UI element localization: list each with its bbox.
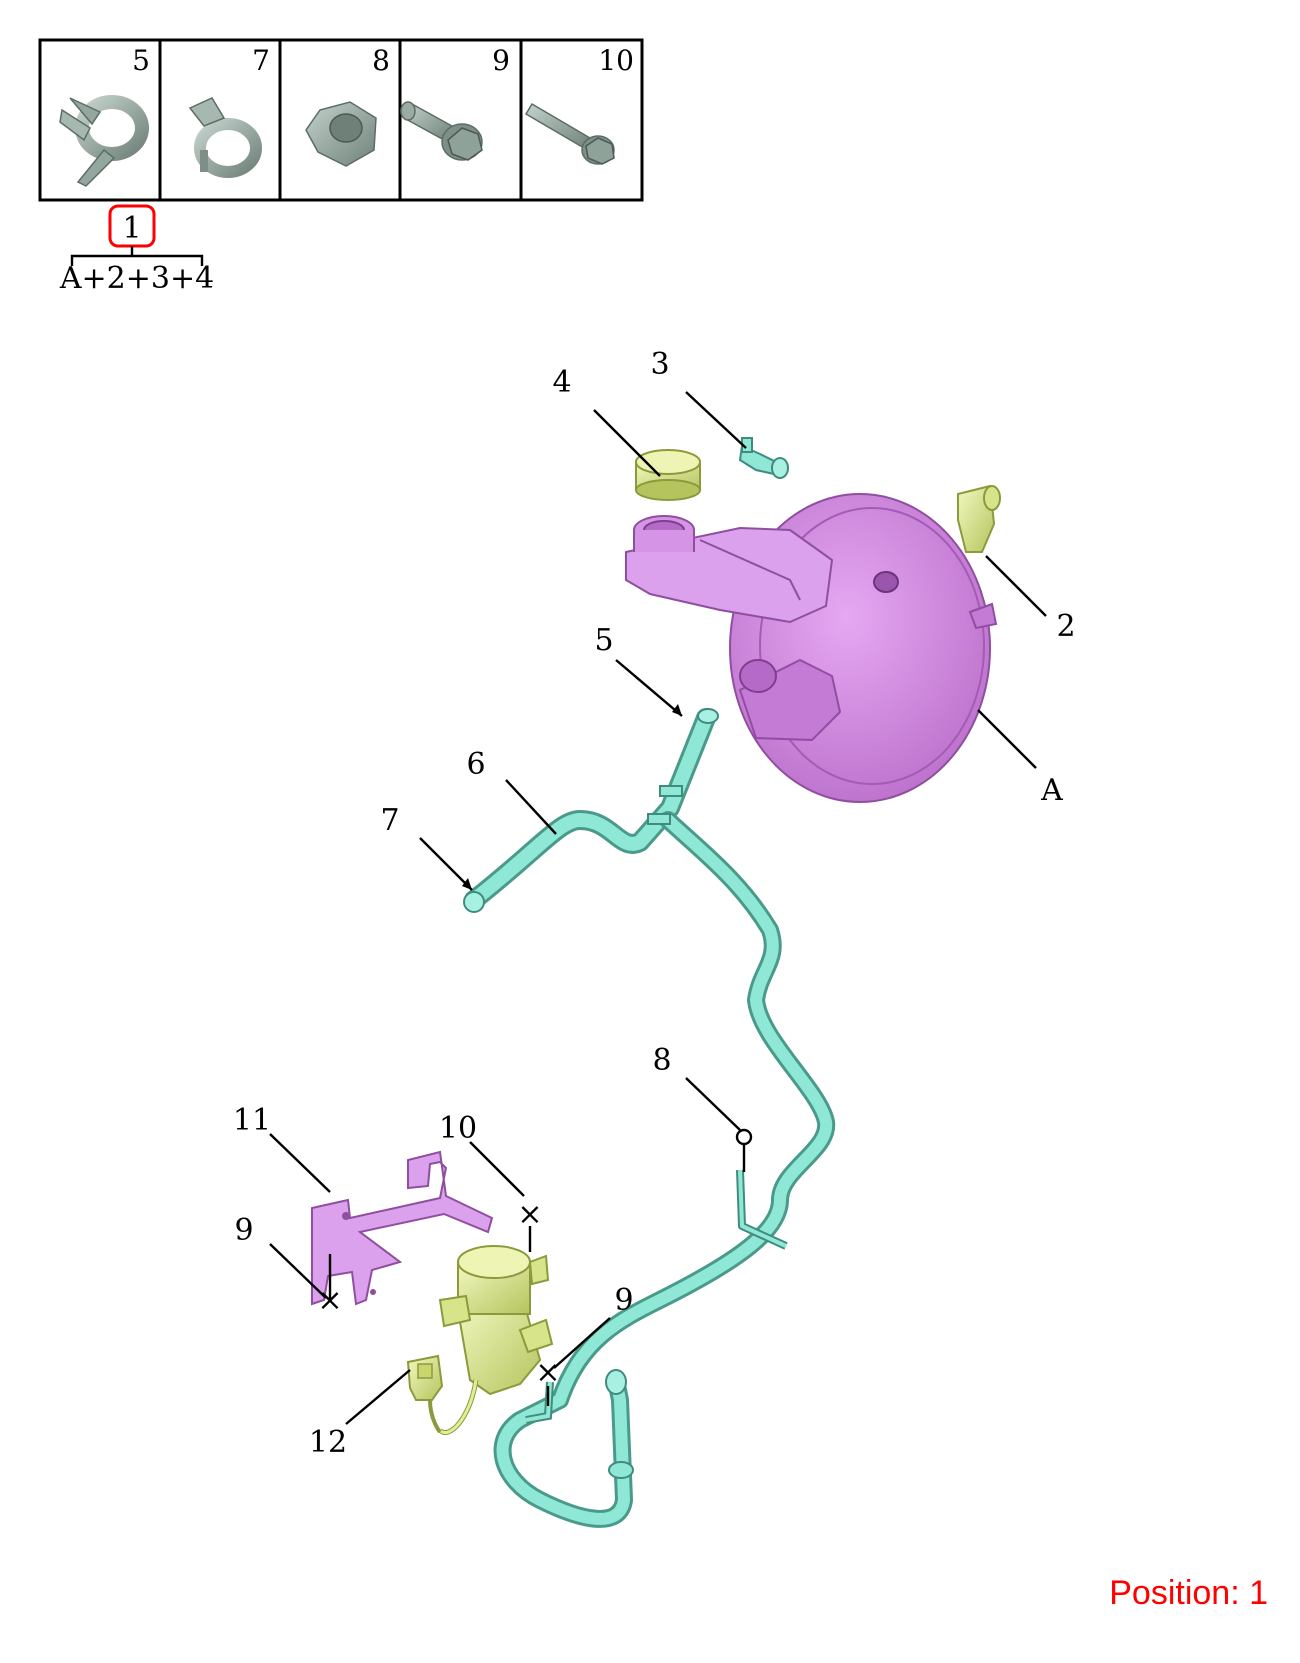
callout-4: 4 [552,365,571,400]
kit-cell-number: 8 [372,44,390,77]
position-indicator: Position: 1 [1109,1574,1268,1612]
kit-cell-number: 10 [598,44,634,77]
callout-7: 7 [380,803,399,838]
callout-11: 11 [233,1103,271,1138]
callout-labels: 4 3 2 5 6 7 A 8 11 10 9 9 12 [233,347,1076,1460]
vacuum-hose [463,708,836,1528]
kit-cell-number: 7 [252,44,270,77]
fixing-point-marker: × [317,1283,342,1318]
callout-2: 2 [1056,609,1075,644]
pump-mounting-bracket [311,1150,494,1306]
pressure-sensor [957,484,1001,553]
kit-cell-number: 9 [492,44,510,77]
kit-cell-number: 5 [132,44,150,77]
callout-10: 10 [439,1111,477,1146]
callout-3: 3 [650,347,669,382]
reservoir-cap [635,449,701,501]
callout-A: A [1040,773,1063,808]
leader-lines: × × × [269,391,1047,1425]
callout-5: 5 [594,623,613,658]
long-bolt-icon [524,102,615,165]
callout-8: 8 [652,1043,671,1078]
callout-9: 9 [234,1213,253,1248]
callout-6: 6 [466,747,485,782]
hex-nut-icon [305,101,377,167]
fixing-point-marker: × [535,1355,560,1390]
set-number: 1 [122,211,141,246]
hose-clamp-icon [59,95,149,187]
electric-vacuum-pump [438,1245,554,1435]
flange-bolt-icon [400,101,483,161]
spring-clamp-icon [188,97,262,178]
brake-booster-assembly [625,493,998,803]
pump-connector [406,1354,444,1434]
kit-table: 5 7 8 9 10 [38,38,644,296]
callout-12: 12 [309,1425,347,1460]
check-valve [738,437,789,479]
callout-9: 9 [614,1283,633,1318]
set-contents: A+2+3+4 [59,261,214,296]
